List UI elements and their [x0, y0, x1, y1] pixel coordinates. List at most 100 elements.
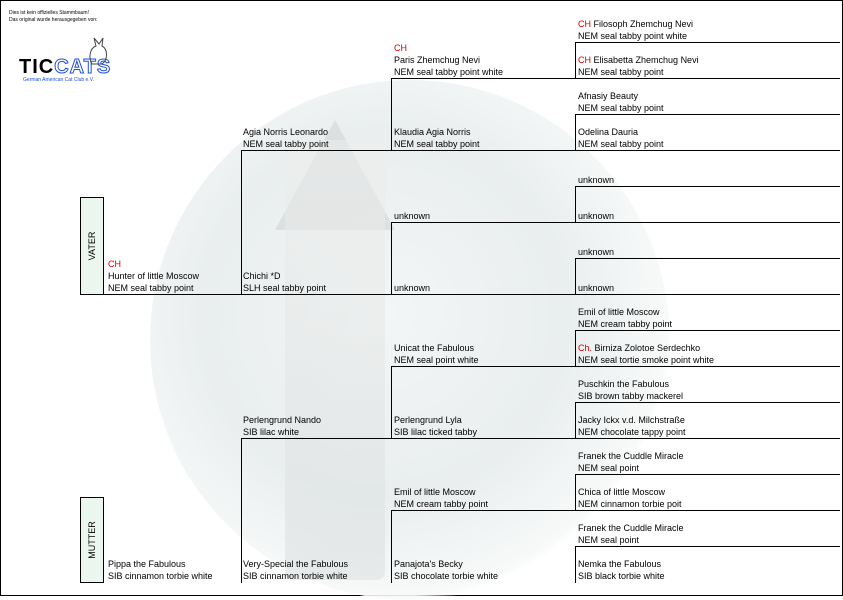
g4-line-1	[575, 42, 840, 43]
g4-breed-12: NEM chocolate tappy point	[578, 427, 686, 437]
g4-breed-10: NEM seal tortie smoke point white	[578, 355, 715, 365]
g4-breed-2: NEM seal tabby point	[578, 67, 664, 77]
g3-line-7	[391, 510, 840, 511]
g4-name-12: Jacky Ickx v.d. Milchstraße	[578, 415, 685, 425]
g3-name-8: Panajota's Becky	[394, 559, 463, 569]
connector-g4-4	[575, 258, 576, 295]
g4-line-13	[575, 474, 840, 475]
g4-breed-16: SIB black torbie white	[578, 571, 665, 581]
g4-title-10: Ch.	[578, 343, 593, 353]
g4-title-2: CH	[578, 55, 591, 65]
g4-name-10: Birniza Zolotoe Serdechko	[594, 343, 701, 353]
connector-g4-2	[575, 114, 576, 151]
father-name: Hunter of little Moscow	[108, 271, 200, 281]
g4-breed-14: NEM cinnamon torbie poit	[578, 499, 682, 509]
g4-title-1: CH	[578, 19, 591, 29]
g4-line-9	[575, 330, 840, 331]
g2-breed-1: NEM seal tabby point	[243, 139, 329, 149]
g4-breed-9: NEM cream tabby point	[578, 319, 673, 329]
connector-g3-1	[391, 78, 392, 151]
connector-g2-mother	[241, 438, 242, 583]
g4-name-13: Franek the Cuddle Miracle	[578, 451, 684, 461]
father-title: CH	[108, 259, 121, 269]
father-breed: NEM seal tabby point	[108, 283, 194, 293]
g4-breed-11: SIB brown tabby mackerel	[578, 391, 684, 401]
g4-name-4: Odelina Dauria	[578, 127, 639, 137]
g2-breed-2: SLH seal tabby point	[243, 283, 327, 293]
g4-line-15	[575, 546, 840, 547]
g3-name-3: unknown	[394, 211, 431, 221]
g3-breed-6: SIB lilac ticked tabby	[394, 427, 478, 437]
connector-g3-2	[391, 222, 392, 295]
connector-g4-5	[575, 330, 576, 367]
connector-g4-3	[575, 186, 576, 223]
g3-line-3	[391, 222, 840, 223]
connector-g4-7	[575, 474, 576, 511]
mother-side-label: MUTTER	[80, 497, 104, 583]
g4-name-2: Elisabetta Zhemchug Nevi	[593, 55, 699, 65]
g2-name-2: Chichi *D	[243, 271, 281, 281]
g4-name-11: Puschkin the Fabulous	[578, 379, 670, 389]
g4-entry-1: CH Filosoph Zhemchug Nevi	[578, 18, 693, 30]
connector-g4-6	[575, 402, 576, 439]
g3-name-4: unknown	[394, 283, 431, 293]
connector-g3-3	[391, 366, 392, 439]
g2-name-4: Very-Special the Fabulous	[243, 559, 349, 569]
g4-entry-10: Ch. Birniza Zolotoe Serdechko	[578, 342, 700, 354]
g4-name-14: Chica of little Moscow	[578, 487, 666, 497]
g2-line-1	[241, 150, 840, 151]
mother-side-text: MUTTER	[87, 521, 97, 559]
connector-g4-8	[575, 546, 576, 583]
connector-g2-father	[241, 150, 242, 295]
g3-breed-2: NEM seal tabby point	[394, 139, 480, 149]
connector-g4-1	[575, 42, 576, 79]
disclaimer-line-1: Dies ist kein offizielles Stammbaum!	[9, 10, 89, 16]
background-photo-vignette	[150, 80, 670, 600]
father-side-text: VATER	[87, 231, 97, 261]
g3-breed-8: SIB chocolate torbie white	[394, 571, 499, 581]
castle-tower-image	[285, 140, 385, 580]
g4-line-3	[575, 114, 840, 115]
logo-cats-text: CATS	[54, 56, 112, 79]
mother-name: Pippa the Fabulous	[108, 559, 186, 569]
connector-g3-4	[391, 510, 392, 583]
disclaimer-line-2: Das original wurde herausgegeben von:	[9, 17, 98, 23]
g3-name-6: Perlengrund Lyla	[394, 415, 462, 425]
g3-breed-1: NEM seal tabby point white	[394, 67, 504, 77]
g3-name-7: Emil of little Moscow	[394, 487, 476, 497]
g2-breed-4: SIB cinnamon torbie white	[243, 571, 348, 581]
g4-breed-13: NEM seal point	[578, 463, 640, 473]
g4-name-9: Emil of little Moscow	[578, 307, 660, 317]
g3-name-5: Unicat the Fabulous	[394, 343, 475, 353]
g3-breed-7: NEM cream tabby point	[394, 499, 489, 509]
logo-ti-text: TIC	[19, 56, 55, 78]
g4-breed-3: NEM seal tabby point	[578, 103, 664, 113]
g3-line-1	[391, 78, 840, 79]
g2-name-3: Perlengrund Nando	[243, 415, 322, 425]
g2-line-3	[241, 438, 840, 439]
g4-breed-15: NEM seal point	[578, 535, 640, 545]
g4-name-16: Nemka the Fabulous	[578, 559, 662, 569]
g4-entry-2: CH Elisabetta Zhemchug Nevi	[578, 54, 699, 66]
g3-line-5	[391, 366, 840, 367]
g4-breed-4: NEM seal tabby point	[578, 139, 664, 149]
g4-name-3: Afnasiy Beauty	[578, 91, 639, 101]
g3-name-1: Paris Zhemchug Nevi	[394, 55, 481, 65]
g4-line-11	[575, 402, 840, 403]
g4-name-8: unknown	[578, 283, 615, 293]
father-mother-divider	[80, 294, 840, 295]
g4-name-5: unknown	[578, 175, 615, 185]
g4-name-15: Franek the Cuddle Miracle	[578, 523, 684, 533]
g4-line-5	[575, 186, 840, 187]
tica-logo: TICCATS	[19, 56, 111, 79]
g4-breed-1: NEM seal tabby point white	[578, 31, 688, 41]
g2-breed-3: SIB lilac white	[243, 427, 300, 437]
g3-breed-5: NEM seal point white	[394, 355, 479, 365]
g3-name-2: Klaudia Agia Norris	[394, 127, 471, 137]
g4-name-1: Filosoph Zhemchug Nevi	[593, 19, 694, 29]
g4-line-7	[575, 258, 840, 259]
cat-logo-icon	[89, 37, 107, 65]
g3-title-1: CH	[394, 43, 407, 53]
father-side-label: VATER	[80, 197, 104, 295]
g2-name-1: Agia Norris Leonardo	[243, 127, 329, 137]
